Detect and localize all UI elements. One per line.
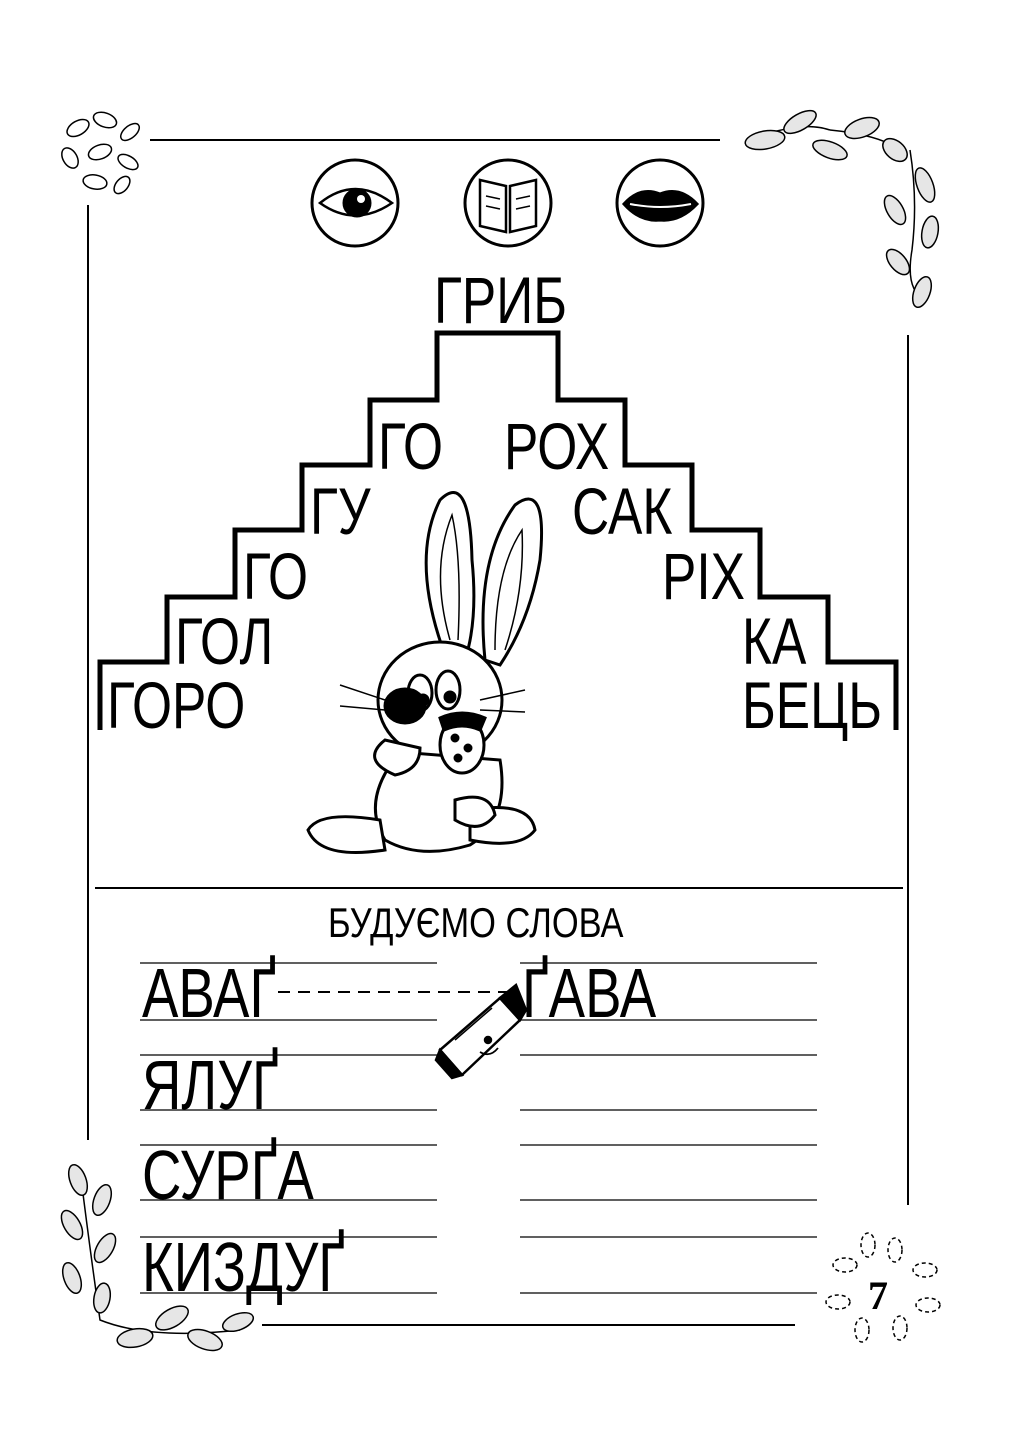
pyramid-right-syllable: САК (572, 474, 673, 548)
pyramid-left-syllable: ГОРО (107, 668, 246, 742)
pencil-icon (434, 982, 528, 1080)
pyramid-right-syllable: РОХ (504, 409, 610, 483)
pyramid-right-syllable: РІХ (662, 539, 745, 613)
scrambled-word: ЯЛУҐ (142, 1046, 279, 1124)
leaf-ornament-top-right (744, 109, 940, 309)
pyramid-right-syllable: БЕЦЬ (742, 668, 882, 742)
pyramid-left-syllable: ГУ (310, 474, 371, 548)
word-staircase (97, 330, 899, 730)
pyramid-right-syllable: КА (742, 604, 807, 678)
answer-word: ҐАВА (522, 954, 657, 1032)
scrambled-word: КИЗДУҐ (142, 1228, 345, 1306)
section-title: БУДУЄМО СЛОВА (328, 899, 624, 946)
page-frame (87, 139, 909, 1326)
page-number: 7 (868, 1273, 888, 1318)
leaf-ornament-bottom-left (60, 1163, 255, 1352)
pyramid-left-syllable: ГОЛ (175, 604, 274, 678)
writing-lines (140, 962, 817, 1294)
leaf-ornament-top-left (61, 111, 141, 195)
book-icon (463, 158, 553, 248)
scrambled-word: СУРҐА (142, 1136, 314, 1214)
bunny-illustration (306, 491, 544, 854)
flower-ornament (825, 1232, 941, 1343)
lips-icon (615, 158, 705, 248)
pyramid-top-word: ГРИБ (434, 263, 568, 337)
pyramid-left-syllable: ГО (243, 539, 309, 613)
eye-icon (310, 158, 400, 248)
scrambled-word: АВАҐ (142, 954, 277, 1032)
pyramid-left-syllable: ГО (378, 409, 444, 483)
